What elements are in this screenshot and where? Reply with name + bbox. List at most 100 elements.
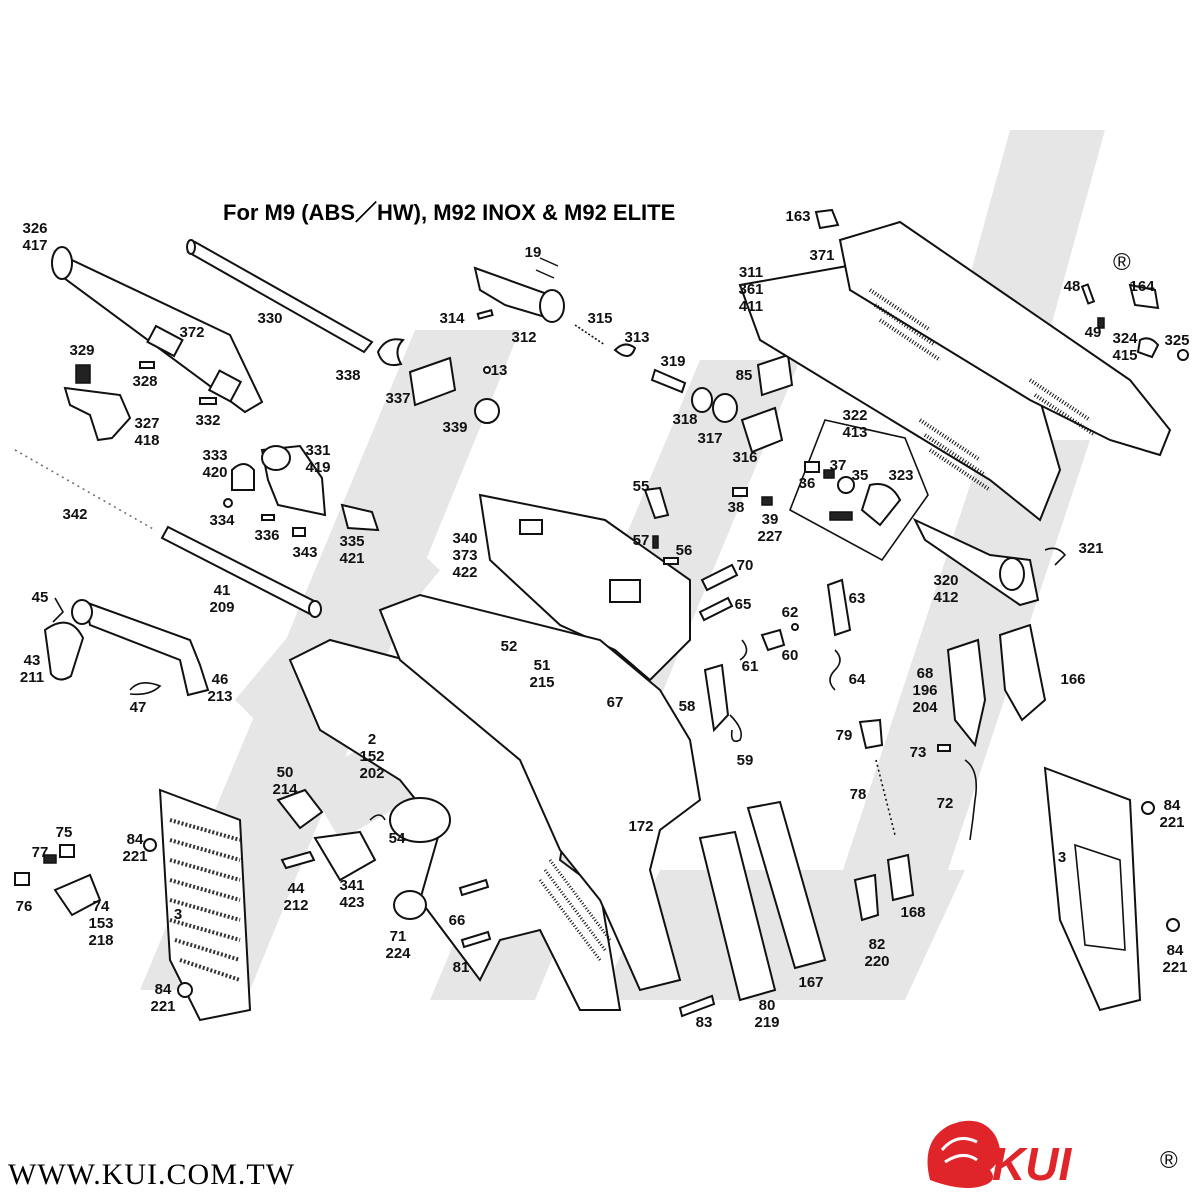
guide-rod <box>160 525 322 618</box>
frame-insert <box>478 493 691 682</box>
part-label: 332 <box>195 412 220 429</box>
part-label: 224 <box>385 945 411 962</box>
spring-59 <box>729 714 743 743</box>
part-75 <box>59 844 75 858</box>
part-label: 168 <box>900 904 925 921</box>
part-label: 58 <box>679 698 696 715</box>
part-label: 3 <box>1058 849 1066 866</box>
part-label: 204 <box>912 699 938 716</box>
part-label: 413 <box>842 424 867 441</box>
magazine-80 <box>698 830 777 1002</box>
part-label: 13 <box>491 362 508 379</box>
part-label: 221 <box>150 998 175 1015</box>
part-label: 227 <box>757 528 782 545</box>
frame-right <box>378 593 702 992</box>
rear-sight-164 <box>1128 283 1160 310</box>
pin-65 <box>698 596 734 622</box>
part-label: 209 <box>209 599 234 616</box>
screw-325 <box>1177 349 1189 361</box>
screw-84d <box>1166 918 1180 932</box>
pin-328 <box>139 361 155 369</box>
part-label: 63 <box>849 590 866 607</box>
spring-49 <box>1097 317 1105 329</box>
part-label: 164 <box>1129 278 1155 295</box>
part-label: 46 <box>212 671 229 688</box>
pin-71 <box>393 890 427 920</box>
part-324 <box>1136 337 1160 359</box>
part-label: 373 <box>452 547 477 564</box>
part-label: 342 <box>62 506 87 523</box>
pin-44 <box>280 850 316 870</box>
barrel-lock-327 <box>63 386 132 442</box>
part-label: 52 <box>501 638 518 655</box>
pin-56 <box>663 557 679 565</box>
part-label: 335 <box>339 533 364 550</box>
part-63 <box>826 578 852 637</box>
pin-48 <box>1080 283 1096 305</box>
part-68 <box>946 638 987 748</box>
part-label: 56 <box>676 542 693 559</box>
firing-pin-block-group <box>788 419 929 562</box>
part-label: 54 <box>389 830 406 847</box>
part-label: 55 <box>633 478 650 495</box>
part-label: 423 <box>339 894 364 911</box>
bushing-316 <box>740 406 784 454</box>
spring-77 <box>43 854 57 864</box>
part-label: 215 <box>529 674 554 691</box>
part-label: 213 <box>207 688 232 705</box>
spring-54 <box>369 814 386 821</box>
part-label: 331 <box>305 442 330 459</box>
part-label: 62 <box>782 604 799 621</box>
part-label: 83 <box>696 1014 713 1031</box>
part-label: 328 <box>132 373 157 390</box>
part-label: 411 <box>739 298 763 315</box>
part-label: 73 <box>910 744 927 761</box>
pin-70 <box>700 563 739 592</box>
part-label: 70 <box>737 557 754 574</box>
part-label: 221 <box>1162 959 1187 976</box>
part-label: 51 <box>534 657 551 674</box>
part-label: 319 <box>660 353 685 370</box>
part-label: 72 <box>937 795 954 812</box>
part-label: 418 <box>134 432 159 449</box>
part-label: 85 <box>736 367 753 384</box>
registered-mark-top: ® <box>1113 249 1131 276</box>
spring-329 <box>75 364 91 384</box>
part-label: 315 <box>587 310 612 327</box>
part-label: 415 <box>1112 347 1137 364</box>
part-label: 84 <box>1164 797 1181 814</box>
part-82 <box>853 873 880 922</box>
part-label: 41 <box>214 582 231 599</box>
part-label: 314 <box>439 310 465 327</box>
part-label: 152 <box>359 748 384 765</box>
part-label: 318 <box>672 411 697 428</box>
part-label: 334 <box>209 512 235 529</box>
outer-barrel <box>51 246 264 414</box>
part-label: 412 <box>933 589 958 606</box>
part-label: 79 <box>836 727 853 744</box>
screw-84c <box>1141 801 1155 815</box>
part-label: 84 <box>155 981 172 998</box>
part-label: 84 <box>127 831 144 848</box>
seal-338 <box>376 338 405 367</box>
recoil-spring <box>11 443 159 537</box>
inner-barrel <box>186 239 374 354</box>
part-76 <box>14 872 30 886</box>
part-label: 64 <box>849 671 866 688</box>
part-label: 421 <box>339 550 364 567</box>
spring-61 <box>739 639 748 661</box>
part-label: 167 <box>798 974 823 991</box>
ball-13 <box>483 366 491 374</box>
pin-66 <box>458 878 490 897</box>
bushing-85 <box>756 353 794 397</box>
part-label: 74 <box>93 898 110 915</box>
part-label: 417 <box>22 237 47 254</box>
pin-57 <box>652 535 659 549</box>
part-label: 38 <box>728 499 745 516</box>
screw-319 <box>650 368 687 394</box>
pin-38 <box>732 487 748 497</box>
rear-sight-assembly <box>223 444 380 537</box>
part-label: 361 <box>738 281 763 298</box>
part-313 <box>613 343 637 357</box>
